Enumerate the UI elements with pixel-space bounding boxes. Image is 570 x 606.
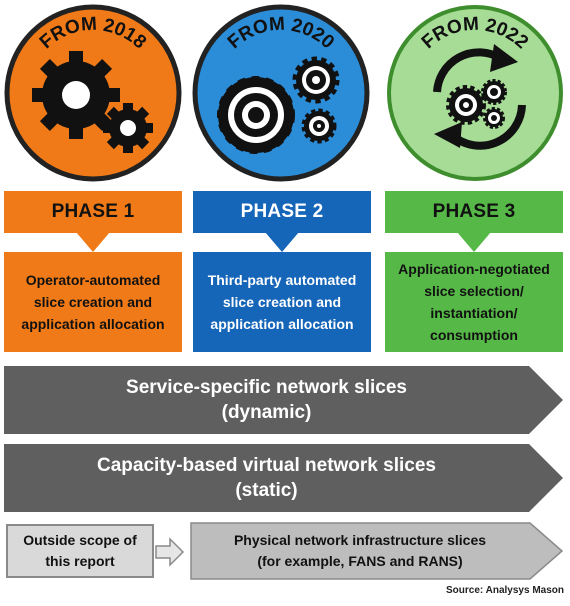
phase-1-header: PHASE 1 [4,191,182,233]
phase-2-pointer [265,232,299,252]
badge-from-2020: FROM 2020 [192,4,370,182]
phase-1-line: application allocation [21,316,165,332]
phase-3-line: instantiation/ [430,305,518,321]
outside-scope-line: Outside scope of [23,532,137,548]
phase-3-title: PHASE 3 [432,201,516,222]
physical-slices-arrow-shape [190,522,564,580]
service-slices-subtitle: (dynamic) [221,402,312,423]
capacity-slices-arrow: Capacity-based virtual network slices (s… [4,444,529,512]
source-note: Source: Analysys Mason [445,585,564,596]
phase-1-line: Operator-automated [25,272,161,288]
badge-from-2022: FROM 2022 [387,5,563,181]
phase-1-description: Operator-automated slice creation and ap… [4,252,182,352]
service-slices-arrow-shape [4,366,563,434]
phase-2-description: Third-party automated slice creation and… [193,252,371,352]
gear-icon [217,76,295,154]
phase-2-header: PHASE 2 [193,191,371,233]
physical-slices-arrow: Physical network infrastructure slices (… [190,522,530,580]
phase-1-title: PHASE 1 [51,201,135,222]
service-slices-title: Service-specific network slices [126,377,407,398]
gear-icon [103,103,153,153]
gear-icon [483,107,505,129]
capacity-slices-subtitle: (static) [235,480,298,501]
phase-2-line: application allocation [210,316,354,332]
phase-2-title: PHASE 2 [240,201,324,222]
cycle-arrows-icon [433,48,526,150]
phase-3-pointer [457,232,491,252]
phase-1-pointer [76,232,110,252]
physical-slices-title: Physical network infrastructure slices [233,532,487,548]
capacity-slices-title: Capacity-based virtual network slices [97,455,436,476]
phase-2-line: slice creation and [222,294,342,310]
phase-3-description: Application-negotiated slice selection/ … [385,252,563,352]
gear-icon [301,108,337,144]
physical-slices-subtitle: (for example, FANS and RANS) [257,553,463,569]
gear-icon [292,56,340,104]
arrow-head-icon [434,122,462,148]
service-slices-arrow: Service-specific network slices (dynamic… [4,366,529,434]
gear-icon [481,79,507,105]
phase-3-line: Application-negotiated [398,261,550,277]
phase-3-line: slice selection/ [424,283,524,299]
arrow-head-icon [490,44,518,72]
phase-1-line: slice creation and [33,294,153,310]
phase-3-line: consumption [430,327,518,343]
badge-from-2018: FROM 2018 [4,4,182,182]
outside-scope-line: this report [45,553,115,569]
phase-2-line: Third-party automated [207,272,357,288]
phase-3-header: PHASE 3 [385,191,563,233]
gear-icon [446,85,486,125]
right-arrow-icon [155,537,185,567]
outside-scope-box: Outside scope of this report [6,524,154,578]
capacity-slices-arrow-shape [4,444,563,512]
